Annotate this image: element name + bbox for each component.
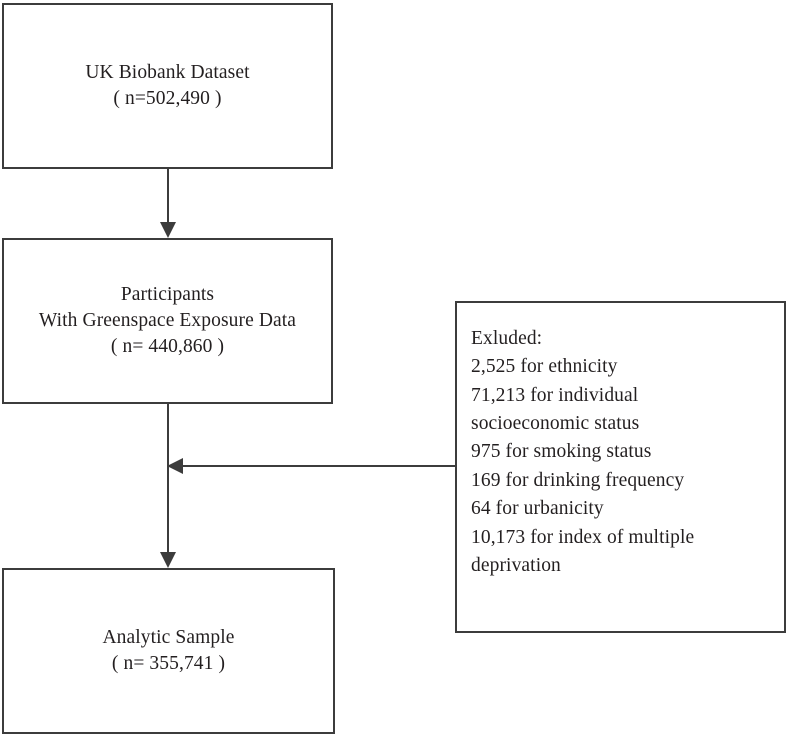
node-source-line-1: UK Biobank Dataset [85,62,250,84]
node-exclusions: Exluded: 2,525 for ethnicity 71,213 for … [455,301,786,633]
node-excluded-line-8: 10,173 for index of multiple [471,526,695,548]
arrowhead-left-icon [167,458,183,474]
node-analytic-sample: Analytic Sample ( n= 355,741 ) [2,568,335,734]
connector-source-to-participants [167,169,169,225]
node-participants-line-1: Participants [120,284,215,306]
node-participants-line-2: With Greenspace Exposure Data [38,310,297,332]
node-excluded-line-6: 169 for drinking frequency [471,469,685,491]
node-analytic-line-2: ( n= 355,741 ) [111,653,226,674]
node-uk-biobank-dataset: UK Biobank Dataset ( n=502,490 ) [2,3,333,169]
node-source-line-2: ( n=502,490 ) [113,88,222,109]
node-excluded-line-9: deprivation [471,554,561,576]
node-excluded-line-1: Exluded: [471,328,543,349]
node-analytic-line-1: Analytic Sample [102,627,235,649]
node-participants-line-3: ( n= 440,860 ) [110,335,225,357]
node-excluded-line-4: socioeconomic status [471,413,640,435]
node-participants-with-greenspace-exposure: Participants With Greenspace Exposure Da… [2,238,333,404]
node-excluded-line-3: 71,213 for individual [471,384,639,406]
connector-participants-to-analytic [167,404,169,554]
arrowhead-down-icon [160,222,176,238]
arrowhead-down-icon [160,552,176,568]
node-excluded-line-2: 2,525 for ethnicity [471,356,618,378]
node-excluded-line-5: 975 for smoking status [471,441,652,463]
connector-excluded-to-trunk [181,465,456,467]
node-excluded-line-7: 64 for urbanicity [471,498,604,520]
